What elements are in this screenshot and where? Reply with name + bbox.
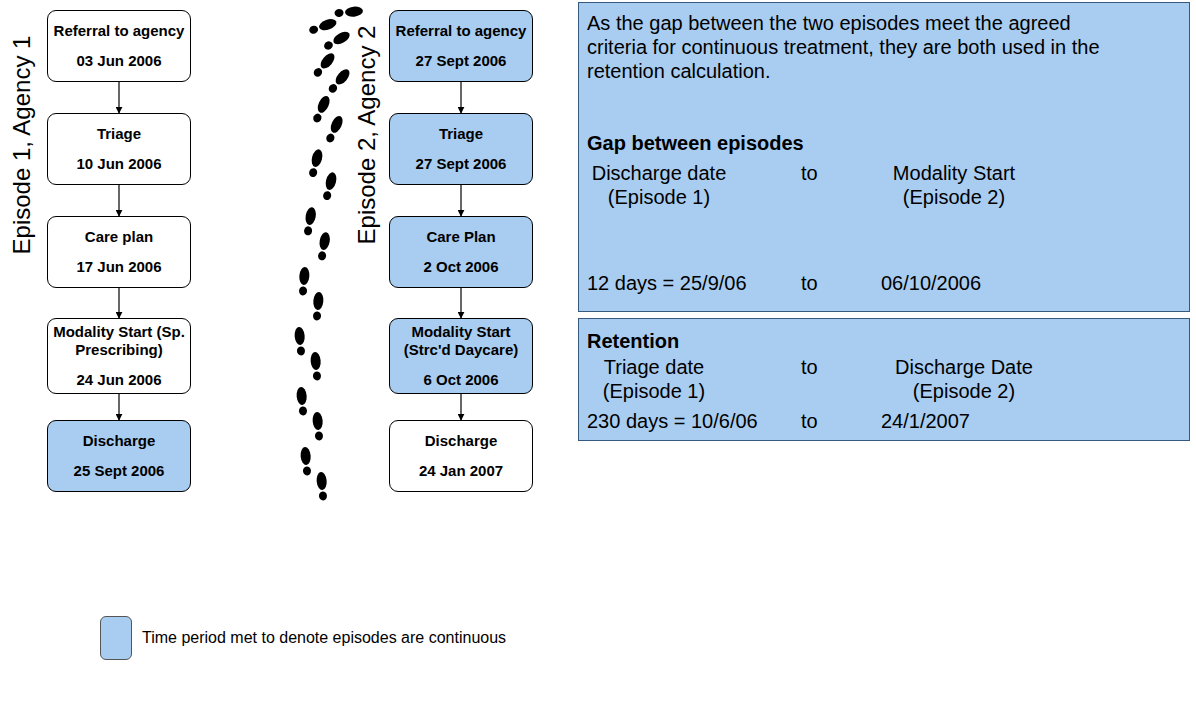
- flow-arrow: [118, 288, 119, 318]
- step-date: 6 Oct 2006: [423, 371, 498, 389]
- footprint: [308, 17, 338, 36]
- process-box: Care plan 17 Jun 2006: [47, 216, 191, 288]
- footprint: [294, 327, 306, 356]
- flow-arrow: [460, 288, 461, 318]
- flow-arrow: [118, 185, 119, 216]
- flow-arrow: [460, 394, 461, 420]
- step-date: 03 Jun 2006: [76, 52, 161, 70]
- footprint: [321, 171, 338, 201]
- process-box: Care Plan 2 Oct 2006: [389, 216, 533, 288]
- process-box: Referral to agency 03 Jun 2006: [47, 10, 191, 82]
- footprint: [307, 148, 324, 178]
- process-box: Discharge 25 Sept 2006: [47, 420, 191, 492]
- footprint: [324, 114, 345, 144]
- footprint: [316, 231, 331, 261]
- note-text: to: [801, 271, 818, 295]
- step-date: 24 Jun 2006: [76, 371, 161, 389]
- flow-arrow: [460, 185, 461, 216]
- note-text: Retention: [587, 329, 679, 353]
- footprint: [311, 51, 337, 79]
- process-box: Triage 27 Sept 2006: [389, 113, 533, 185]
- note-text: As the gap between the two episodes meet…: [587, 11, 1107, 83]
- note-text: to: [801, 409, 818, 433]
- note-text: Gap between episodes: [587, 131, 804, 155]
- note-text: 06/10/2006: [881, 271, 981, 295]
- footprint: [311, 94, 332, 124]
- step-date: 17 Jun 2006: [76, 258, 161, 276]
- step-date: 2 Oct 2006: [423, 258, 498, 276]
- info-panel: RetentionTriage date (Episode 1) to Discha…: [578, 318, 1190, 441]
- legend-text: Time period met to denote episodes are c…: [142, 629, 506, 647]
- episode-label: Episode 1, Agency 1: [8, 36, 36, 255]
- note-text: to: [801, 355, 818, 379]
- step-name: Modality Start (Sp. Prescribing): [53, 323, 185, 359]
- footprint: [296, 387, 308, 416]
- note-text: Discharge date (Episode 1): [579, 161, 739, 209]
- footprint: [326, 67, 352, 95]
- process-box: Triage 10 Jun 2006: [47, 113, 191, 185]
- footprint: [298, 267, 310, 296]
- step-name: Discharge: [425, 432, 498, 450]
- step-date: 10 Jun 2006: [76, 155, 161, 173]
- process-box: Referral to agency 27 Sept 2006: [389, 10, 533, 82]
- footprint: [316, 472, 328, 501]
- step-name: Referral to agency: [54, 22, 185, 40]
- step-name: Triage: [97, 125, 141, 143]
- step-date: 25 Sept 2006: [74, 462, 165, 480]
- flow-arrow: [118, 394, 119, 420]
- note-text: Discharge Date (Episode 2): [869, 355, 1059, 403]
- footprint: [312, 412, 324, 441]
- process-box: Modality Start (Sp. Prescribing) 24 Jun 2…: [47, 318, 191, 394]
- footprint: [302, 206, 317, 236]
- legend-swatch: [100, 616, 132, 660]
- info-panel: As the gap between the two episodes meet…: [578, 2, 1190, 312]
- note-text: to: [801, 161, 818, 185]
- flow-arrow: [118, 82, 119, 113]
- step-name: Care Plan: [426, 228, 495, 246]
- footprint: [322, 29, 352, 52]
- flow-arrow: [460, 82, 461, 113]
- step-name: Modality Start (Strc'd Daycare): [395, 323, 527, 359]
- step-name: Triage: [439, 125, 483, 143]
- episode-label: Episode 2, Agency 2: [353, 26, 381, 245]
- note-text: Triage date (Episode 1): [579, 355, 729, 403]
- footprint: [310, 352, 322, 381]
- note-text: 230 days = 10/6/06: [587, 409, 758, 433]
- step-date: 27 Sept 2006: [416, 52, 507, 70]
- step-name: Referral to agency: [396, 22, 527, 40]
- process-box: Discharge 24 Jan 2007: [389, 420, 533, 492]
- footprint: [300, 447, 312, 476]
- process-box: Modality Start (Strc'd Daycare) 6 Oct 200…: [389, 318, 533, 394]
- step-date: 24 Jan 2007: [419, 462, 503, 480]
- step-date: 27 Sept 2006: [416, 155, 507, 173]
- footprint: [312, 292, 324, 321]
- note-text: 24/1/2007: [881, 409, 970, 433]
- footprint: [334, 6, 363, 18]
- step-name: Care plan: [85, 228, 153, 246]
- note-text: 12 days = 25/9/06: [587, 271, 747, 295]
- step-name: Discharge: [83, 432, 156, 450]
- note-text: Modality Start (Episode 2): [869, 161, 1039, 209]
